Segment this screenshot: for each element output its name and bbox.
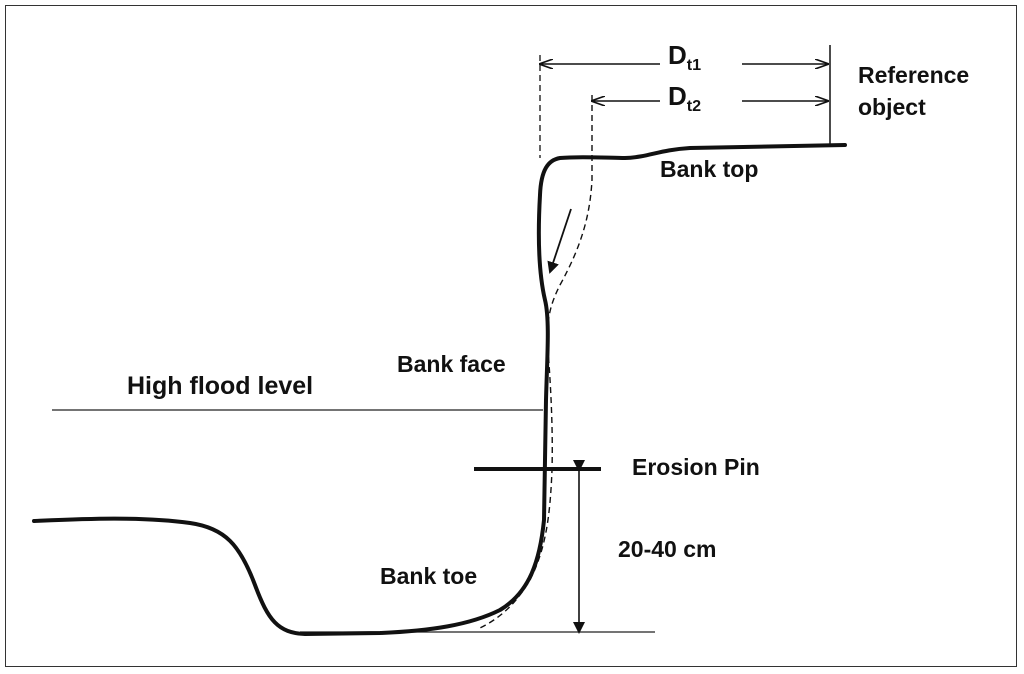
bank-toe-label: Bank toe [380, 563, 478, 589]
bank-profile-t1 [32, 143, 847, 636]
high-flood-level-label: High flood level [127, 372, 314, 400]
bank-face-label: Bank face [397, 351, 506, 377]
diagram-frame [5, 5, 1017, 667]
dt2-label: Dt2 [668, 81, 702, 115]
bank-profile-t2-dashed [479, 95, 593, 629]
retreat-direction-arrow [547, 208, 572, 274]
pin-depth-label: 20-40 cm [618, 536, 717, 562]
bank-top-label: Bank top [660, 156, 759, 182]
dt1-label: Dt1 [668, 40, 702, 74]
reference-object-label-line1: Reference [858, 62, 970, 88]
erosion-pin-label: Erosion Pin [632, 454, 760, 480]
reference-object-label-line2: object [858, 94, 926, 120]
